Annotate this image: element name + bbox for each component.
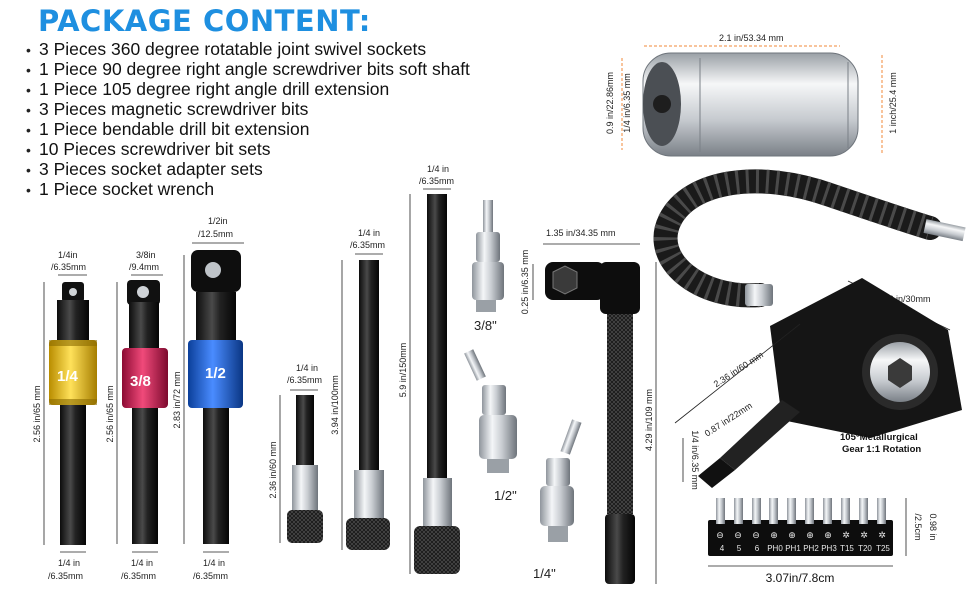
- bit-label: PH2: [803, 544, 819, 553]
- list-item: 3 Pieces socket adapter sets: [26, 159, 470, 179]
- bit-label: PH0: [767, 544, 783, 553]
- svg-text:✲: ✲: [878, 530, 886, 540]
- dimension-label: 1.18 in/30mm: [876, 294, 931, 304]
- dimension-label: /6.35mm: [121, 571, 156, 581]
- dimension-label: /6.35mm: [48, 571, 83, 581]
- dimension-label: 1/4 in: [58, 558, 80, 568]
- bit-label: 4: [720, 544, 725, 553]
- socket-adapter-1-2: 1/2in /12.5mm 1/2 2.83 in/72 mm 1/4 in /…: [172, 216, 244, 581]
- page-title: PACKAGE CONTENT:: [38, 4, 371, 38]
- universal-socket: 2.1 in/53.34 mm 0.9 in/22.86mm 1/4 in/6.…: [605, 33, 898, 157]
- dimension-label: 1/4in: [58, 250, 78, 260]
- dimension-label: 1/4 in: [427, 164, 449, 174]
- list-item: 10 Pieces screwdriver bit sets: [26, 139, 470, 159]
- bit-label: PH3: [821, 544, 837, 553]
- svg-text:⊕: ⊕: [770, 530, 778, 540]
- feature-note: Gear 1:1 Rotation: [842, 444, 921, 455]
- list-item: 1 Piece 90 degree right angle screwdrive…: [26, 59, 470, 79]
- bit-label: 5: [737, 544, 742, 553]
- size-label: 1/2": [494, 488, 517, 503]
- swivel-socket-3-8: 3/8": [472, 200, 504, 333]
- screwdriver-bit-set: ⊖ ⊖ ⊖ ⊕ ⊕ ⊕ ⊕ ✲ ✲ ✲ 4 5 6 PH0 PH1 PH2 PH3 T15 T…: [708, 498, 938, 585]
- length-label: 2.83 in/72 mm: [172, 371, 182, 428]
- dimension-label: 0.87 in/22mm: [703, 400, 754, 438]
- svg-text:⊕: ⊕: [788, 530, 796, 540]
- dimension-label: 0.9 in/22.86mm: [605, 72, 615, 134]
- dimension-label: 1/4 in/6.35 mm: [690, 430, 700, 490]
- dimension-label: 1.35 in/34.35 mm: [546, 228, 616, 238]
- size-label: 1/2: [205, 365, 226, 382]
- size-label: 1/4: [57, 368, 79, 385]
- feature-note: 105°Metallurgical: [840, 432, 918, 443]
- socket-wrench: 1.35 in/34.35 mm 0.25 in/6.35 mm 4.29 in…: [520, 228, 657, 584]
- svg-text:✲: ✲: [842, 530, 850, 540]
- dimension-label: /6.35mm: [51, 262, 86, 272]
- size-label: 3/8: [130, 373, 151, 390]
- dimension-label: 1 inch/25.4 mm: [888, 72, 898, 134]
- swivel-socket-1-2: 1/2": [464, 349, 517, 503]
- dimension-label: /12.5mm: [198, 229, 233, 239]
- magnetic-bit-150mm: 1/4 in /6.35mm 5.9 in/150mm: [398, 164, 460, 574]
- svg-text:⊕: ⊕: [806, 530, 814, 540]
- dimension-label: 1/2in: [208, 216, 228, 226]
- magnetic-bit-60mm: 1/4 in /6.35mm 2.36 in/60 mm: [268, 363, 323, 543]
- length-label: 2.56 in/65 mm: [32, 385, 42, 442]
- length-label: 5.9 in/150mm: [398, 343, 408, 398]
- bit-label: T20: [858, 544, 872, 553]
- svg-text:⊖: ⊖: [752, 530, 760, 540]
- dimension-label: 1/4 in: [131, 558, 153, 568]
- dimension-label: 2.36 in/60 mm: [712, 350, 765, 389]
- dimension-label: 1/4 in: [203, 558, 225, 568]
- list-item: 1 Piece 105 degree right angle drill ext…: [26, 79, 470, 99]
- dimension-label: /6.35mm: [350, 240, 385, 250]
- bit-label: PH1: [785, 544, 801, 553]
- length-label: 4.29 in/109 mm: [644, 389, 654, 451]
- list-item: 1 Piece bendable drill bit extension: [26, 119, 470, 139]
- size-label: 1/4": [533, 566, 556, 581]
- dimension-label: 2.1 in/53.34 mm: [719, 33, 784, 43]
- magnetic-bit-100mm: 1/4 in /6.35mm 3.94 in/100mm: [330, 228, 390, 550]
- dimension-label: /6.35mm: [419, 176, 454, 186]
- length-label: 2.36 in/60 mm: [268, 441, 278, 498]
- dimension-label: /6.35mm: [193, 571, 228, 581]
- svg-text:⊖: ⊖: [734, 530, 742, 540]
- dimension-label: 1/4 in/6.35 mm: [622, 73, 632, 133]
- dimension-label: 0.98 in: [928, 513, 938, 540]
- length-label: 2.56 in/65 mm: [105, 385, 115, 442]
- bit-label: T25: [876, 544, 890, 553]
- bit-label: 6: [755, 544, 760, 553]
- svg-text:✲: ✲: [860, 530, 868, 540]
- list-item: 1 Piece socket wrench: [26, 179, 470, 199]
- dimension-label: 3.07in/7.8cm: [766, 571, 835, 585]
- dimension-label: /2.5cm: [913, 513, 923, 540]
- dimension-label: /9.4mm: [129, 262, 159, 272]
- dimension-label: 1/4 in: [358, 228, 380, 238]
- right-angle-drill-extension: 1.18 in/30mm 2.36 in/60 mm 0.87 in/22mm …: [674, 278, 962, 490]
- size-label: 3/8": [474, 318, 497, 333]
- flexible-shaft: [653, 169, 966, 308]
- dimension-label: 3/8in: [136, 250, 156, 260]
- socket-adapter-3-8: 3/8in /9.4mm 3/8 2.56 in/65 mm 1/4 in /6…: [105, 250, 168, 581]
- list-item: 3 Pieces magnetic screwdriver bits: [26, 99, 470, 119]
- dimension-label: /6.35mm: [287, 375, 322, 385]
- swivel-socket-1-4: 1/4": [533, 419, 582, 581]
- dimension-label: 1/4 in: [296, 363, 318, 373]
- svg-text:⊕: ⊕: [824, 530, 832, 540]
- svg-text:⊖: ⊖: [716, 530, 724, 540]
- package-content-list: 3 Pieces 360 degree rotatable joint swiv…: [26, 39, 470, 199]
- socket-adapter-1-4: 1/4in /6.35mm 1/4 2.56 in/65 mm 1/4 in /…: [32, 250, 97, 581]
- bit-label: T15: [840, 544, 854, 553]
- length-label: 3.94 in/100mm: [330, 375, 340, 435]
- dimension-label: 0.25 in/6.35 mm: [520, 250, 530, 315]
- list-item: 3 Pieces 360 degree rotatable joint swiv…: [26, 39, 470, 59]
